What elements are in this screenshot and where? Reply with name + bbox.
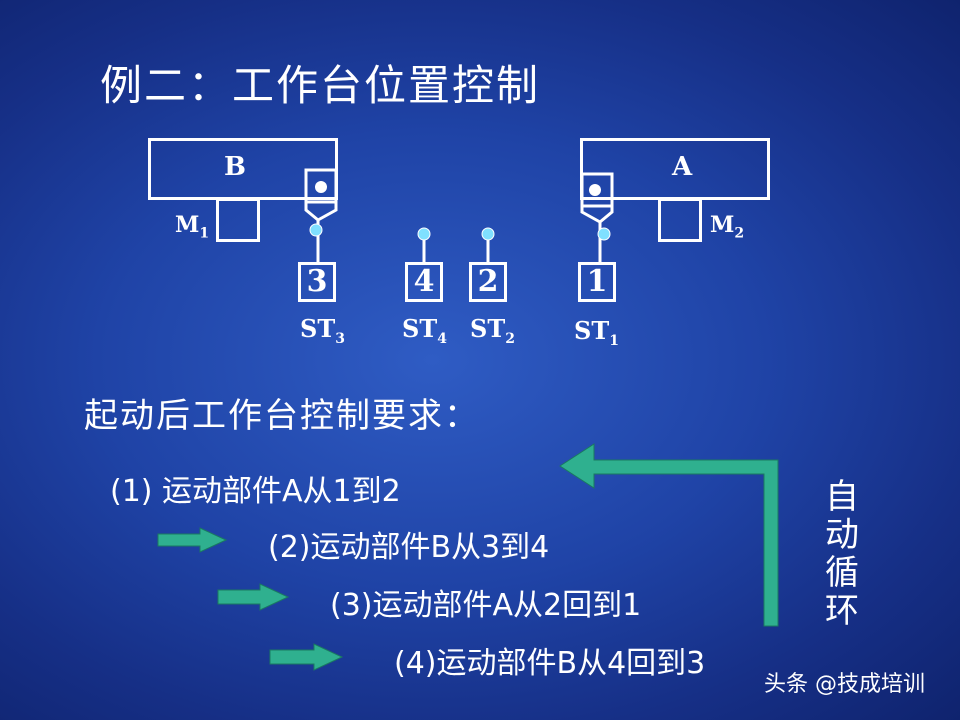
step-3: (3)运动部件A从2回到1 [330, 588, 642, 623]
step-arrow-2 [157, 527, 228, 553]
motor-m2-box [658, 198, 702, 242]
worktable-a-label: A [672, 152, 693, 182]
label-st3: ST3 [300, 314, 345, 347]
block-b-dot [315, 181, 327, 193]
loop-arrow [559, 443, 779, 627]
label-st2: ST2 [470, 314, 515, 347]
step-4: (4)运动部件B从4回到3 [394, 646, 706, 681]
label-st4: ST4 [402, 314, 447, 347]
pin-st3 [309, 223, 323, 237]
watermark: 头条 @技成培训 [764, 672, 925, 697]
label-st1: ST1 [574, 316, 619, 349]
switch-st1: 1 [578, 262, 616, 302]
requirements-heading: 起动后工作台控制要求： [84, 396, 480, 436]
motor-m1-box [216, 198, 260, 242]
auto-cycle-label: 自 动 循 环 [825, 477, 859, 631]
motor-m1-label: M1 [175, 212, 210, 242]
step-arrow-4 [269, 643, 344, 671]
step-1: (1) 运动部件A从1到2 [110, 474, 401, 509]
page-title: 例二：工作台位置控制 [100, 61, 541, 110]
pin-st4 [417, 227, 431, 241]
step-2: (2)运动部件B从3到4 [268, 530, 550, 565]
worktable-b-label: B [224, 152, 246, 182]
pin-st1 [597, 227, 611, 241]
pin-st2 [481, 227, 495, 241]
switch-st4: 4 [405, 262, 443, 302]
switch-st2: 2 [469, 262, 507, 302]
block-a-dot [589, 184, 601, 196]
switch-st3: 3 [298, 262, 336, 302]
step-arrow-3 [217, 583, 290, 611]
motor-m2-label: M2 [710, 212, 745, 242]
